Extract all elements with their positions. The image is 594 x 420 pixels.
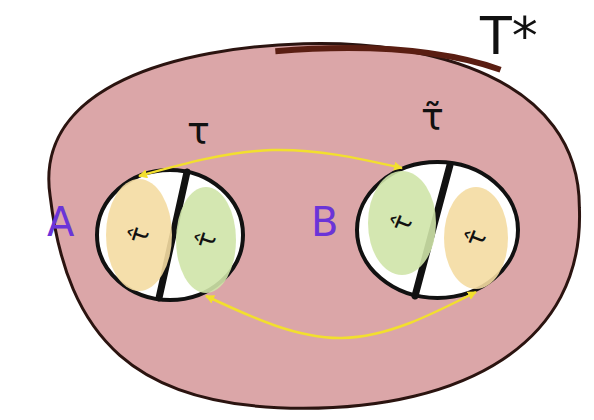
boundary-circle: Bτ̃τ̂τ̂ — [355, 160, 520, 300]
boundary-circle: Aττ̂τ̂ — [95, 168, 245, 302]
identification-arrow — [139, 150, 402, 176]
region-label: T* — [480, 10, 538, 62]
boundary-label: τ — [187, 112, 210, 150]
identification-arrow — [206, 292, 476, 338]
half-region: τ̂ — [173, 184, 239, 296]
half-region: τ̂ — [103, 176, 175, 294]
half-region: τ̂ — [365, 168, 439, 278]
region-blob: T*Aττ̂τ̂Bτ̃τ̂τ̂ — [22, 40, 585, 412]
half-region: τ̂ — [441, 184, 511, 292]
boundary-label: τ̃ — [421, 98, 444, 136]
component-label: A — [47, 202, 74, 242]
component-label: B — [311, 202, 338, 242]
